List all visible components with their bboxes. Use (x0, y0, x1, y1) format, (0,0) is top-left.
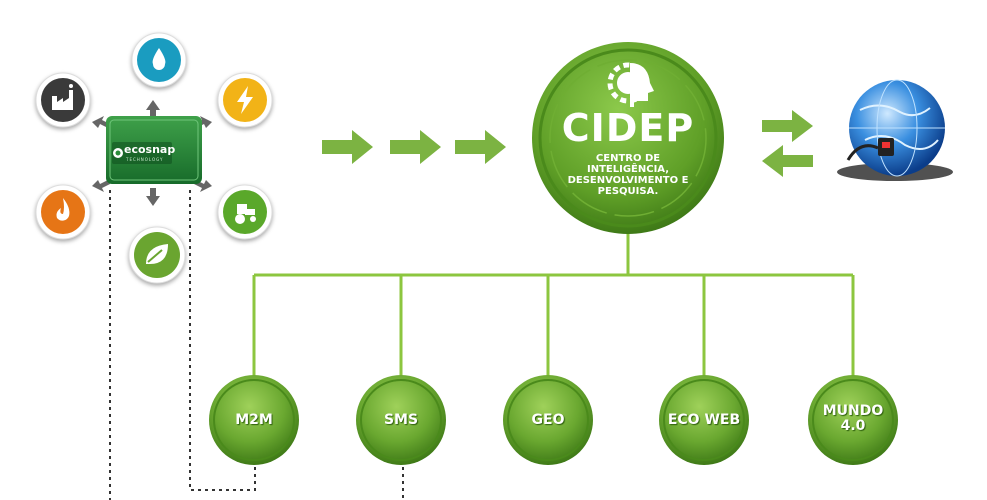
ecosnap-device: ecosnap TECHNOLOGY (104, 112, 204, 188)
sync-arrows (762, 110, 813, 177)
gear-head-icon (607, 62, 654, 107)
cidep-subtitle-line3: DESENVOLVIMENTO E (567, 175, 689, 186)
globe-icon (837, 79, 953, 181)
device-brand: ecosnap (124, 143, 176, 156)
module-eco-web: ECO WEB (658, 374, 750, 466)
cidep-subtitle-line1: CENTRO DE (595, 153, 661, 164)
water-drop-icon (131, 32, 187, 88)
flow-arrows (322, 130, 506, 164)
module-geo: GEO (502, 374, 594, 466)
module-label: MUNDO 4.0 (807, 404, 899, 434)
industry-icon (35, 72, 91, 128)
leaf-icon (128, 226, 186, 284)
module-mundo-4: MUNDO 4.0 (807, 374, 899, 466)
cidep-subtitle-line2: INTELIGÊNCIA, (586, 164, 670, 175)
module-sms: SMS (355, 374, 447, 466)
lightning-icon (217, 72, 273, 128)
module-m2m: M2M (208, 374, 300, 466)
module-label: GEO (531, 412, 565, 428)
module-label-line1: MUNDO (822, 403, 884, 419)
cidep-subtitle: CENTRO DE INTELIGÊNCIA, DESENVOLVIMENTO … (548, 153, 708, 197)
fire-icon (35, 184, 91, 240)
module-label: ECO WEB (667, 412, 741, 428)
tree-connectors (252, 225, 855, 380)
cidep-title: CIDEP (561, 106, 695, 150)
cidep-subtitle-line4: PESQUISA. (597, 186, 659, 197)
dotted-connectors (109, 190, 404, 500)
tractor-icon (217, 184, 273, 240)
module-label: SMS (383, 412, 419, 428)
device-sub: TECHNOLOGY (126, 157, 164, 162)
module-label-line2: 4.0 (840, 418, 866, 434)
module-label: M2M (235, 412, 273, 428)
cidep-hub (532, 42, 724, 234)
